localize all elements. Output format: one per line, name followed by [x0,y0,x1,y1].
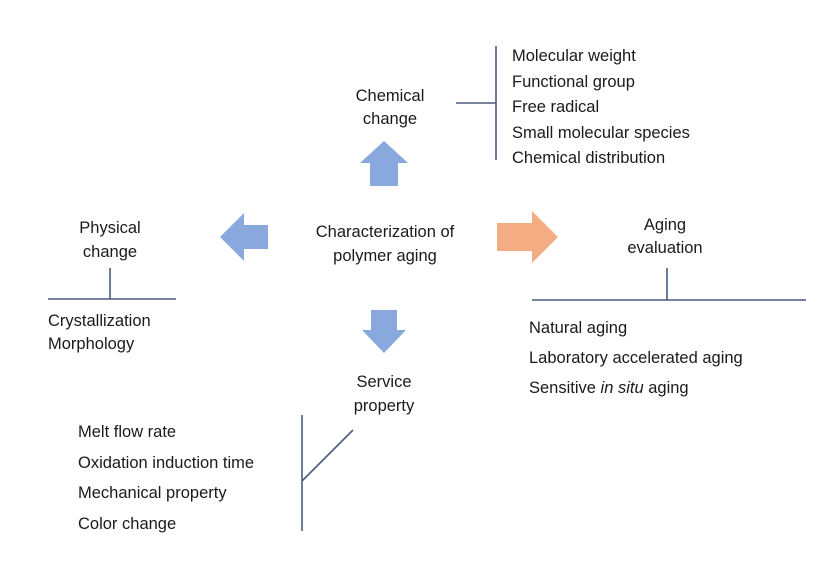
service-item: Oxidation induction time [78,454,255,472]
chemical-item: Small molecular species [512,124,690,142]
arrow-left-physical [220,213,268,261]
arrow-down-service [362,310,406,353]
physical-item: Crystallization [48,312,151,330]
evaluation-item: Laboratory accelerated aging [529,349,743,367]
arrow-up-chemical [360,141,408,186]
arrow-right-evaluation [497,211,558,263]
service-item: Melt flow rate [78,423,177,441]
sensitive-suffix: aging [643,379,689,397]
evaluation-title-line1: Aging [643,216,687,234]
physical-title-line2: change [82,243,138,261]
evaluation-item-sensitive: Sensitive in situ aging [529,378,689,398]
service-item: Color change [78,515,177,533]
center-title-line2: polymer aging [333,247,437,265]
evaluation-title-line2: evaluation [627,239,703,257]
service-item: Mechanical property [78,484,227,502]
chemical-item: Chemical distribution [512,149,666,167]
physical-title-line1: Physical [79,219,141,237]
service-connector [301,429,354,482]
sensitive-prefix: Sensitive [529,379,601,397]
center-title-line1: Characterization of [315,223,455,241]
chemical-title-line2: change [362,110,418,128]
service-title-line1: Service [356,373,412,391]
chemical-item: Free radical [512,98,600,116]
chemical-item: Functional group [512,73,635,91]
sensitive-italic: in situ [600,379,644,397]
physical-item: Morphology [48,335,135,353]
chemical-item: Molecular weight [512,47,636,65]
chemical-title-line1: Chemical [355,87,425,105]
service-title-line2: property [353,397,415,415]
evaluation-item: Natural aging [529,319,628,337]
